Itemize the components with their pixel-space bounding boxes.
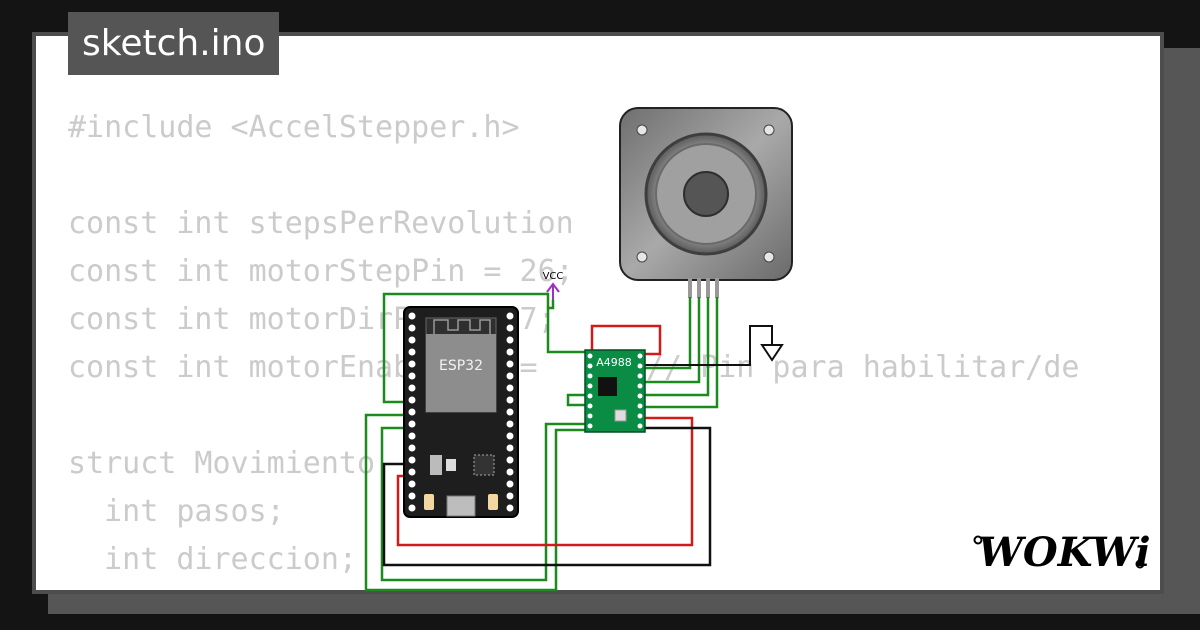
vcc-symbol: VCC: [543, 271, 564, 300]
esp32-label: ESP32: [439, 358, 483, 374]
code-preview: #include <AccelStepper.h> const int steps…: [68, 104, 1134, 590]
driver-label: A4988: [596, 356, 632, 369]
vcc-label: VCC: [543, 271, 564, 282]
driver-pins-left: [587, 353, 593, 429]
code-line: int direccion;: [68, 542, 357, 577]
file-tab[interactable]: sketch.ino: [68, 12, 280, 75]
wokwi-logo-text: WOKWi: [978, 529, 1151, 576]
code-line: const int motorStepPin = 26;: [68, 254, 574, 289]
esp32-pins-left: [408, 312, 416, 512]
code-line: int pasos;: [68, 494, 285, 529]
a4988-driver[interactable]: A4988: [584, 349, 646, 433]
esp32-pins-right: [506, 312, 514, 512]
code-line: const int stepsPerRevolution: [68, 206, 574, 241]
ground-symbol: [640, 325, 784, 366]
preview-card: #include <AccelStepper.h> const int steps…: [32, 32, 1164, 594]
motor-wires: [640, 297, 719, 409]
code-line: struct Movimiento: [68, 446, 376, 481]
stepper-motor[interactable]: [619, 107, 793, 298]
esp32-board[interactable]: ESP32: [403, 306, 519, 518]
code-line: #include <AccelStepper.h>: [68, 110, 520, 145]
driver-pins-right: [637, 353, 643, 429]
wokwi-logo: WOKWi: [973, 529, 1151, 576]
control-wires: [364, 292, 712, 592]
